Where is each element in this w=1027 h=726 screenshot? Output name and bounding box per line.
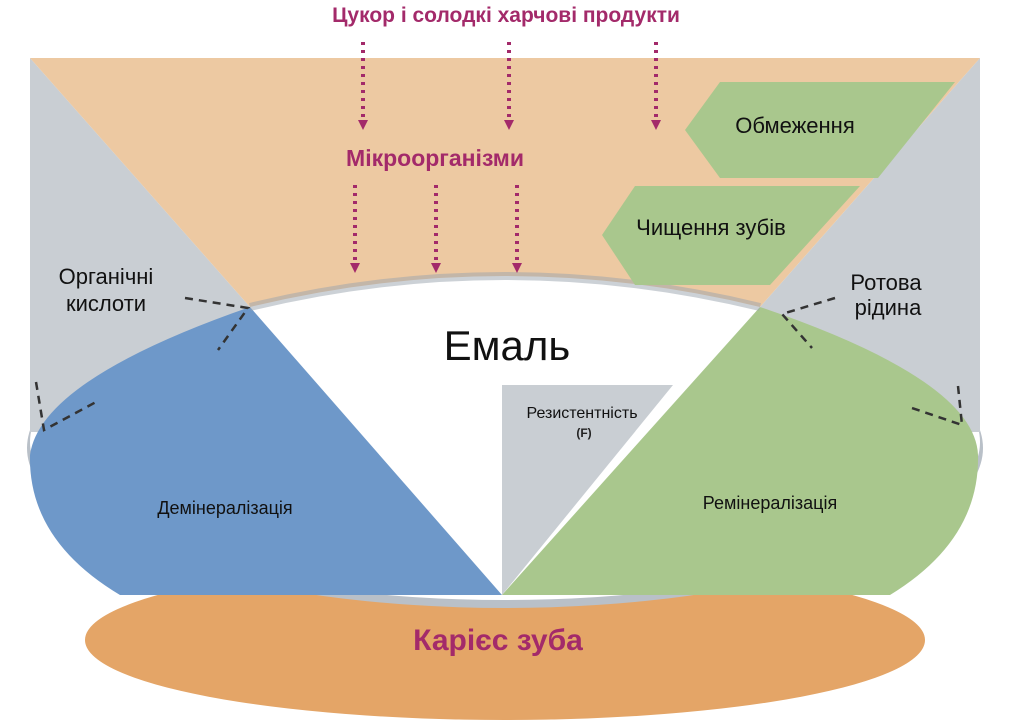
oral-fluid-label-2: рідина (855, 295, 922, 320)
restriction-shape (685, 82, 955, 178)
microorganism-arrows (350, 185, 522, 273)
brushing-label: Чищення зубів (636, 215, 786, 240)
enamel-rim (249, 272, 761, 311)
resistance-panel (502, 385, 673, 595)
remineralization-label: Ремінералізація (703, 493, 837, 513)
caries-label: Карієс зуба (413, 624, 583, 657)
caries-ellipse (85, 560, 925, 720)
right-edge-pointer (911, 385, 964, 427)
left-edge-pointer (34, 381, 97, 432)
demineralization-region (29, 307, 502, 595)
enamel-label: Емаль (444, 322, 571, 369)
resistance-label: Резистентність (526, 405, 637, 422)
restriction-label: Обмеження (735, 113, 855, 138)
brushing-shape (602, 186, 860, 285)
fluoride-label: (F) (576, 426, 591, 440)
remineralization-region (502, 307, 979, 595)
pointer-lines (34, 296, 964, 432)
sugar-arrows (358, 42, 661, 130)
organic-acids-label-1: Органічні (59, 264, 154, 289)
oral-fluid-pointer (779, 296, 836, 349)
oral-fluid-label-1: Ротова (850, 270, 922, 295)
sugar-title: Цукор і солодкі харчові продукти (332, 4, 680, 27)
demineralization-label: Демінералізація (157, 498, 292, 518)
organic-acids-pointer (184, 296, 251, 351)
organic-acids-label-2: кислоти (66, 291, 146, 316)
microorganisms-label: Мікроорганізми (346, 145, 524, 171)
